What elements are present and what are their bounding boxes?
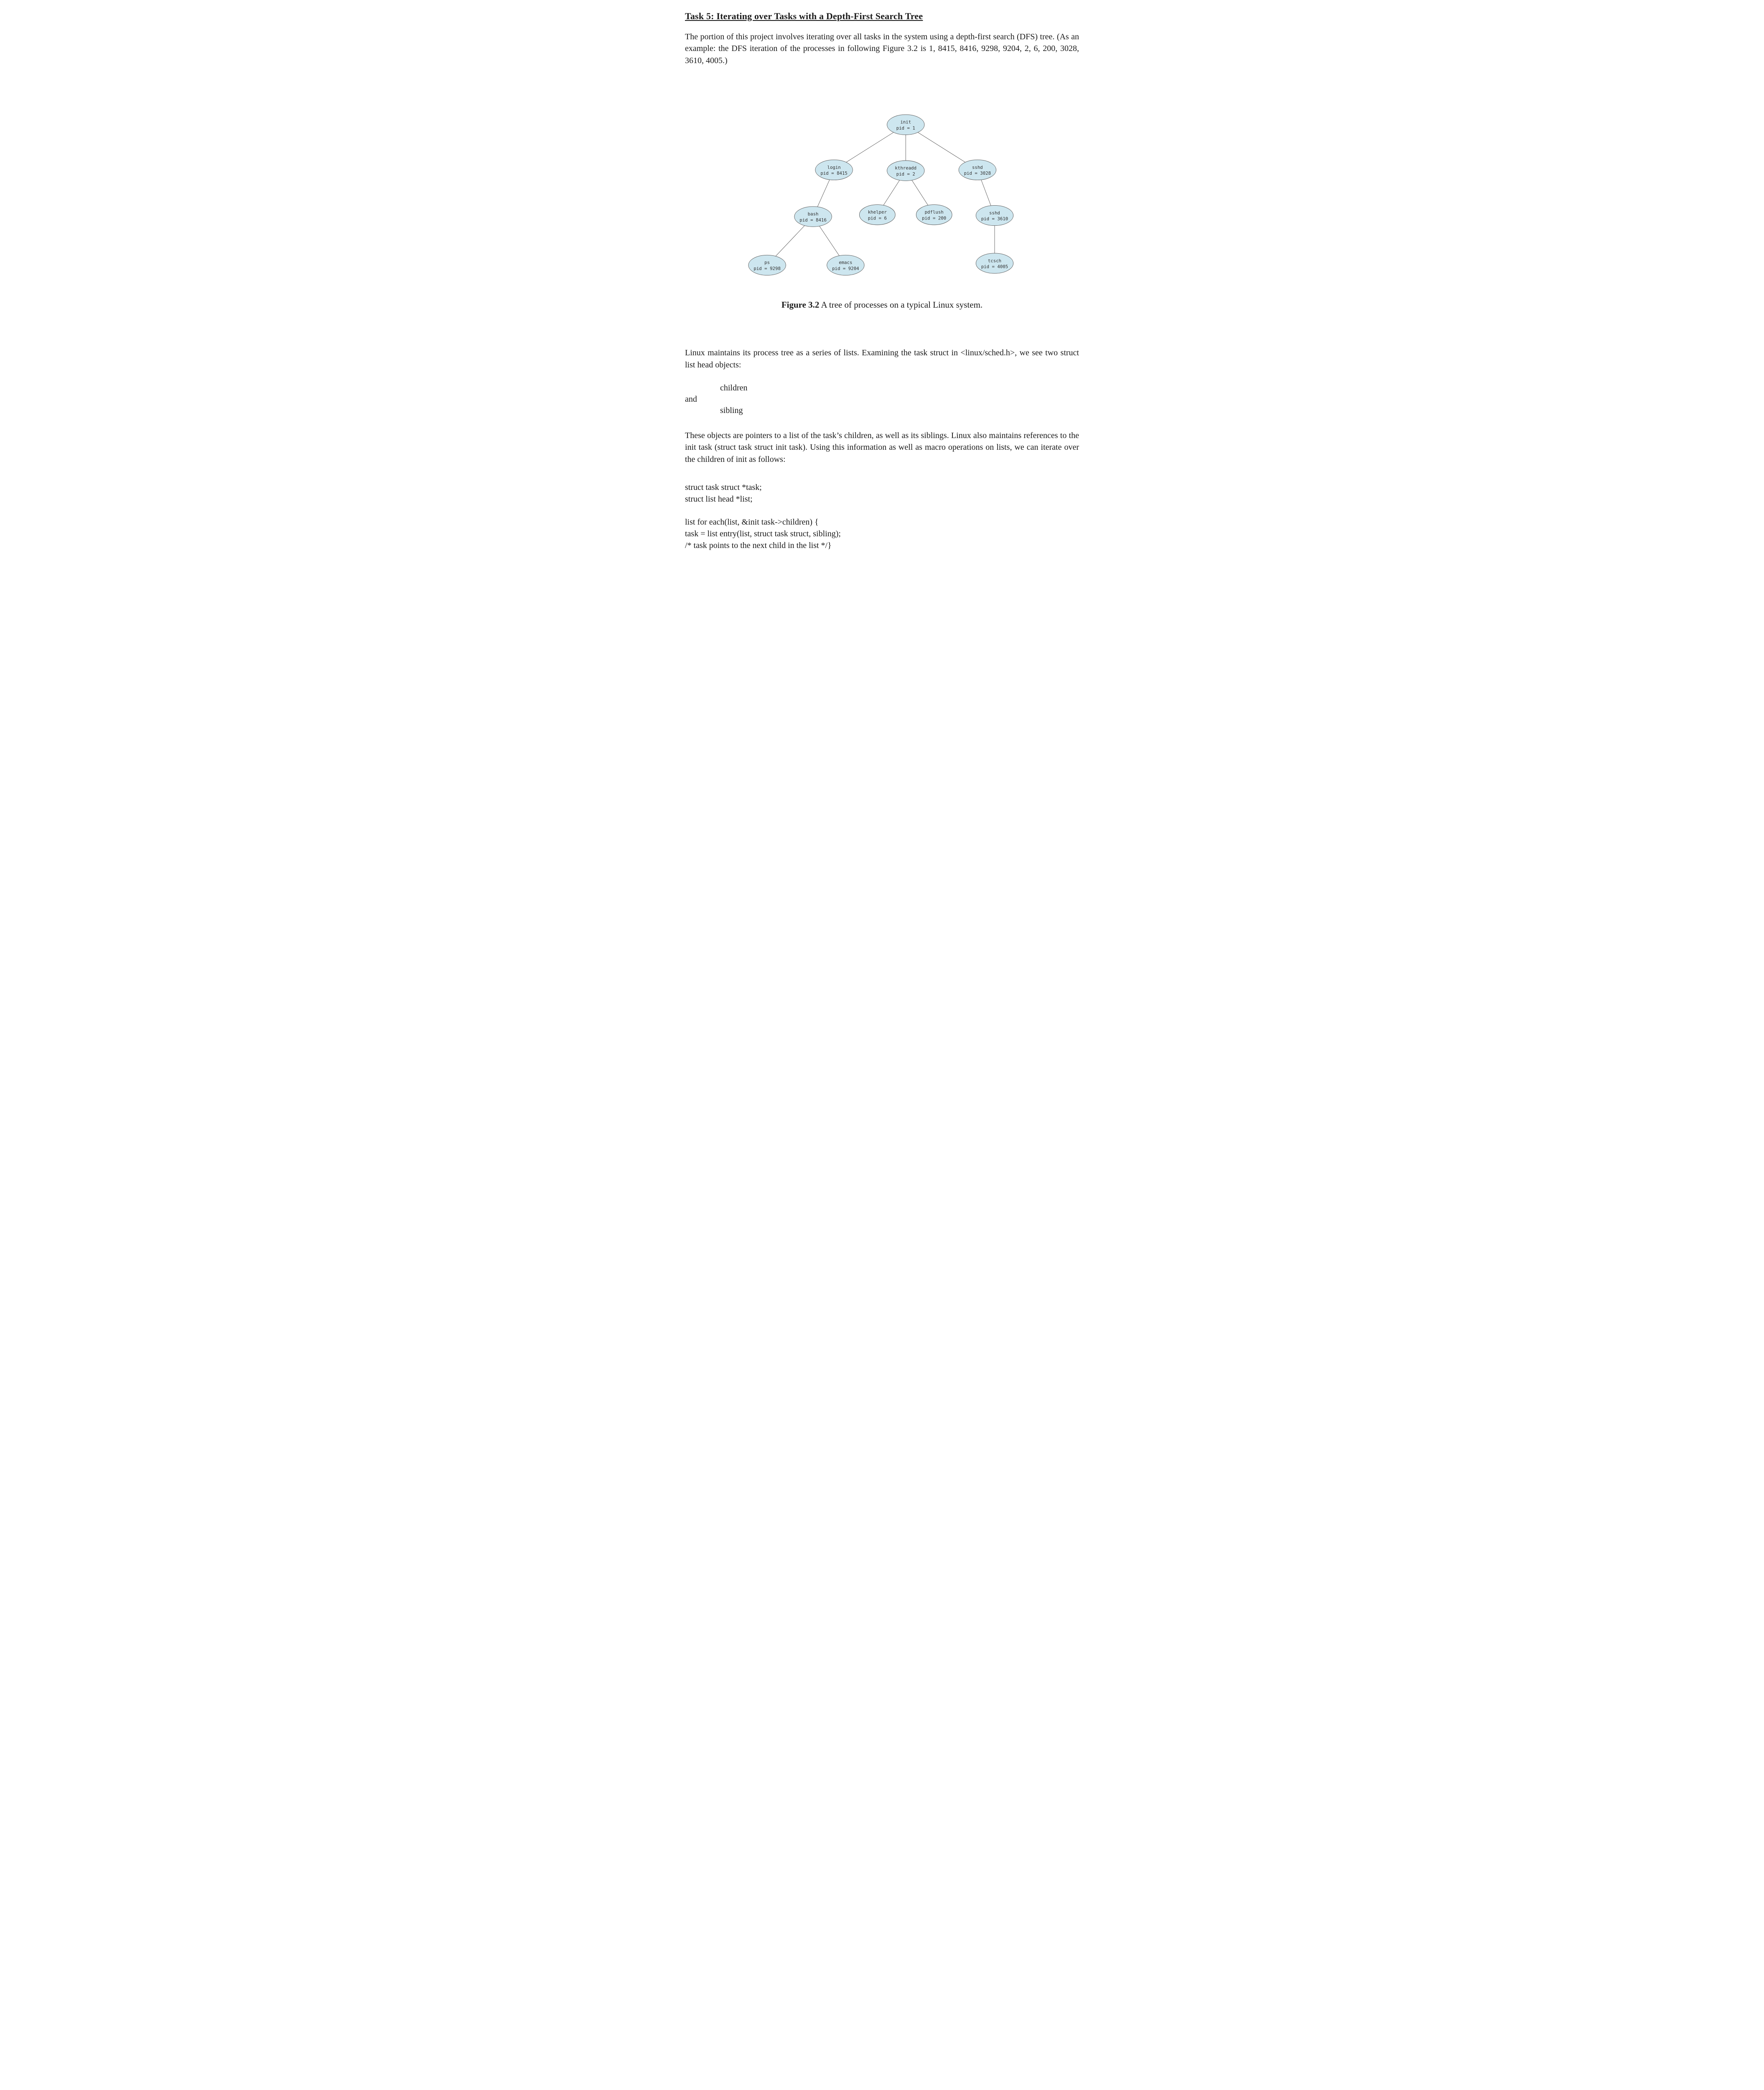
process-node-ellipse — [815, 160, 853, 181]
process-node-pid: pid = 8415 — [820, 171, 848, 176]
pointers-paragraph: These objects are pointers to a list of … — [685, 431, 1079, 464]
node-sshd-3610: sshd pid = 3610 — [975, 205, 1014, 226]
process-node-name: login — [827, 165, 841, 170]
node-ps: ps pid = 9298 — [748, 255, 786, 276]
lists-paragraph: Linux maintains its process tree as a se… — [685, 348, 1079, 370]
process-node-ellipse — [748, 255, 786, 276]
spacer — [685, 310, 1079, 347]
process-node-ellipse — [887, 114, 925, 135]
document-page: Task 5: Iterating over Tasks with a Dept… — [662, 0, 1102, 577]
process-node-pid: pid = 9204 — [832, 266, 859, 271]
process-node-pid: pid = 8416 — [799, 217, 827, 223]
intro-paragraph: The portion of this project involves ite… — [685, 32, 1079, 65]
process-node-name: khelper — [868, 209, 887, 215]
and-text: and — [685, 395, 697, 404]
node-login: login pid = 8415 — [815, 160, 853, 181]
node-pdflush: pdflush pid = 200 — [916, 204, 952, 225]
code-line-4: task = list entry(list, struct task stru… — [685, 529, 841, 538]
process-node-pid: pid = 4005 — [981, 264, 1008, 270]
process-node-name: tcsch — [988, 258, 1001, 263]
spacer — [685, 505, 1079, 517]
process-node-ellipse — [887, 160, 925, 181]
process-node-ellipse — [958, 160, 997, 181]
process-node-pid: pid = 200 — [922, 216, 946, 221]
page-title: Task 5: Iterating over Tasks with a Dept… — [685, 11, 923, 21]
process-node-ellipse — [827, 255, 865, 276]
process-node-ellipse — [975, 205, 1014, 226]
code-line-3: list for each(list, &init task->children… — [685, 517, 819, 527]
code-line-2: struct list head *list; — [685, 494, 753, 504]
sibling-term: sibling — [720, 406, 743, 415]
node-bash: bash pid = 8416 — [794, 206, 832, 227]
process-tree-figure: init pid = 1 login pid = 8415 kthreadd p… — [685, 108, 1079, 284]
process-node-ellipse — [794, 206, 832, 227]
process-node-ellipse — [916, 204, 952, 225]
process-node-pid: pid = 1 — [896, 125, 915, 131]
node-khelper: khelper pid = 6 — [859, 204, 896, 225]
node-emacs: emacs pid = 9204 — [827, 255, 865, 276]
figure-caption-text: A tree of processes on a typical Linux s… — [819, 300, 983, 310]
process-tree-svg: init pid = 1 login pid = 8415 kthreadd p… — [748, 114, 1014, 276]
code-block: struct task struct *task; struct list he… — [685, 482, 1079, 551]
process-node-name: ps — [764, 260, 770, 265]
code-line-5: /* task points to the next child in the … — [685, 540, 832, 550]
children-term: children — [720, 383, 748, 393]
process-node-pid: pid = 3610 — [981, 216, 1008, 222]
process-node-pid: pid = 3028 — [964, 171, 991, 176]
process-node-pid: pid = 9298 — [753, 266, 781, 271]
process-node-ellipse — [975, 253, 1014, 274]
code-line-1: struct task struct *task; — [685, 483, 762, 492]
node-tcsch: tcsch pid = 4005 — [975, 253, 1014, 274]
process-node-name: init — [900, 120, 911, 125]
process-node-name: emacs — [839, 260, 852, 265]
node-kthreadd: kthreadd pid = 2 — [887, 160, 925, 181]
process-node-pid: pid = 6 — [868, 216, 887, 221]
process-node-ellipse — [859, 204, 896, 225]
process-node-name: bash — [808, 212, 819, 217]
node-init: init pid = 1 — [887, 114, 925, 135]
process-node-name: sshd — [989, 210, 1000, 216]
node-sshd-3028: sshd pid = 3028 — [958, 160, 997, 181]
process-node-pid: pid = 2 — [896, 171, 915, 177]
figure-caption: Figure 3.2 A tree of processes on a typi… — [685, 300, 1079, 310]
figure-caption-label: Figure 3.2 — [781, 300, 820, 310]
process-node-name: pdflush — [925, 209, 944, 215]
struct-terms: children and sibling — [685, 383, 1079, 415]
process-node-name: sshd — [972, 165, 983, 170]
process-node-name: kthreadd — [895, 166, 916, 171]
